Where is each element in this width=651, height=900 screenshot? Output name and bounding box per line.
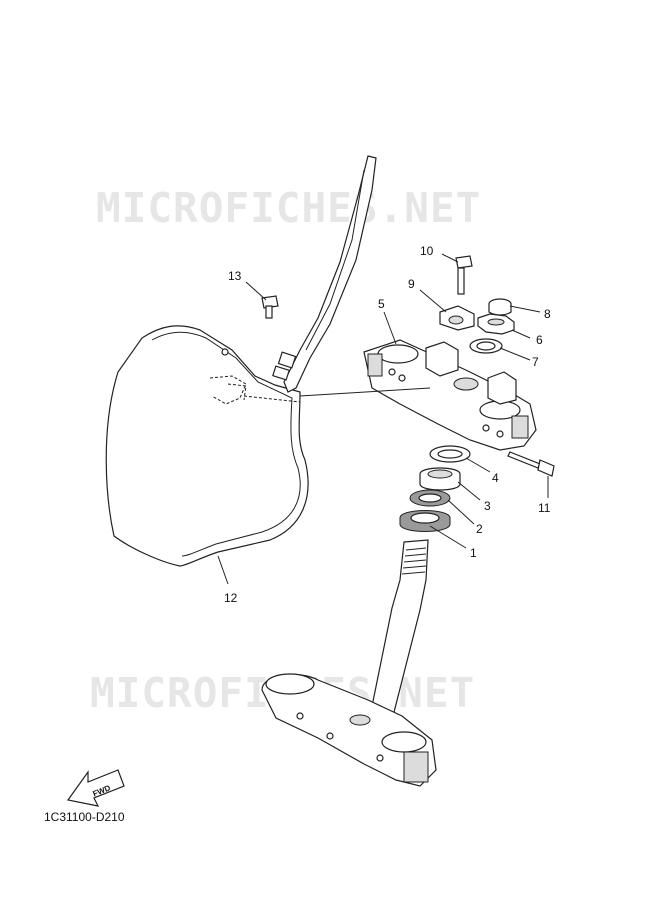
cap-8 [488, 298, 512, 316]
leader-lines [217, 253, 549, 585]
callout-7: 7 [532, 355, 539, 369]
nut-6 [477, 313, 515, 335]
washer-4 [429, 445, 471, 463]
callout-4: 4 [492, 471, 499, 485]
bolt-13 [261, 295, 279, 319]
diagram-code: 1C31100-D210 [44, 810, 125, 824]
callout-13: 13 [228, 269, 242, 283]
callout-6: 6 [536, 333, 543, 347]
callout-11: 11 [538, 501, 551, 515]
upper-triple-clamp [363, 339, 537, 451]
ring-nut-3 [419, 467, 461, 491]
handlebar-holder [439, 305, 475, 331]
plate-strap [272, 155, 377, 393]
seal-2 [409, 489, 451, 507]
callout-3: 3 [484, 499, 491, 513]
callout-8: 8 [544, 307, 551, 321]
bolt-11 [507, 451, 555, 477]
washer-7 [469, 338, 503, 354]
callout-9: 9 [408, 277, 415, 291]
steering-stem [261, 539, 437, 787]
bolt-10 [455, 255, 473, 295]
callout-5: 5 [378, 297, 385, 311]
watermark-top: MICROFICHES.NET [96, 184, 481, 232]
fwd-arrow-icon: FWD [66, 769, 125, 807]
callout-1: 1 [470, 546, 477, 560]
number-plate [105, 325, 309, 567]
bearing-1 [399, 510, 451, 532]
callout-12: 12 [224, 591, 238, 605]
callout-2: 2 [476, 522, 483, 536]
callout-10: 10 [420, 244, 434, 258]
